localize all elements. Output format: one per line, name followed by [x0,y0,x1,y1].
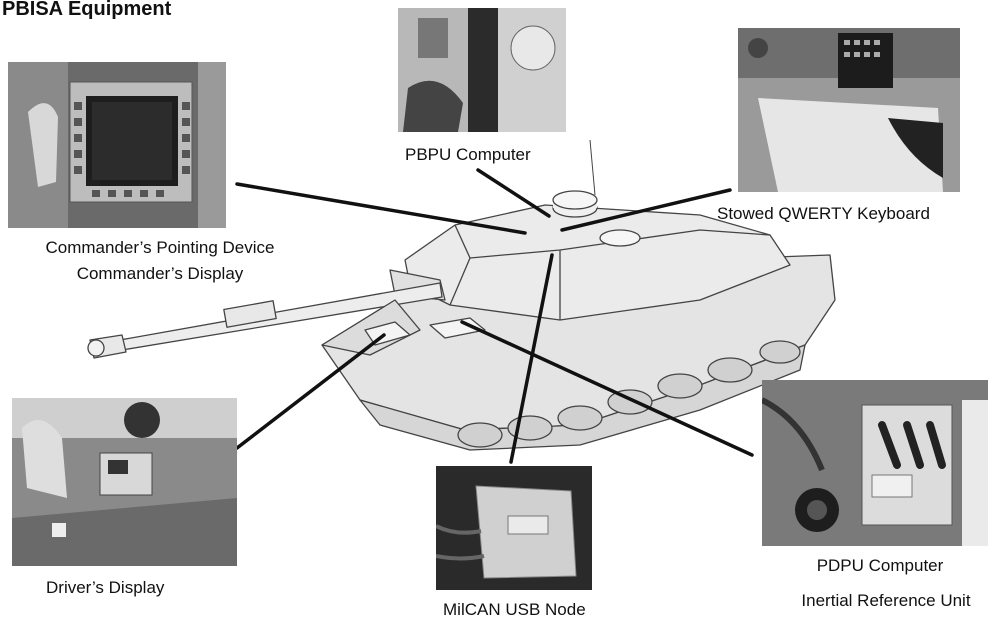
leader-commander [237,184,525,233]
pdpu-computer-photo [762,380,988,546]
commander-display-photo [8,62,226,228]
loader-hatch [600,230,640,246]
label-pbpu-computer: PBPU Computer [405,143,531,167]
label-commander-pointing-device: Commander’s Pointing Device [20,236,300,260]
milcan-usb-node-photo [436,466,592,590]
label-pdpu-computer: PDPU Computer [770,554,990,578]
leader-pbpu [478,170,549,216]
label-inertial-reference-unit: Inertial Reference Unit [776,589,996,613]
label-milcan-usb-node: MilCAN USB Node [443,598,586,622]
driver-display-photo [12,398,237,566]
label-driver-display: Driver’s Display [46,576,164,600]
pbpu-computer-photo [398,8,566,132]
label-commander-display: Commander’s Display [20,262,300,286]
keyboard-photo [738,28,960,192]
label-stowed-keyboard: Stowed QWERTY Keyboard [717,202,930,226]
